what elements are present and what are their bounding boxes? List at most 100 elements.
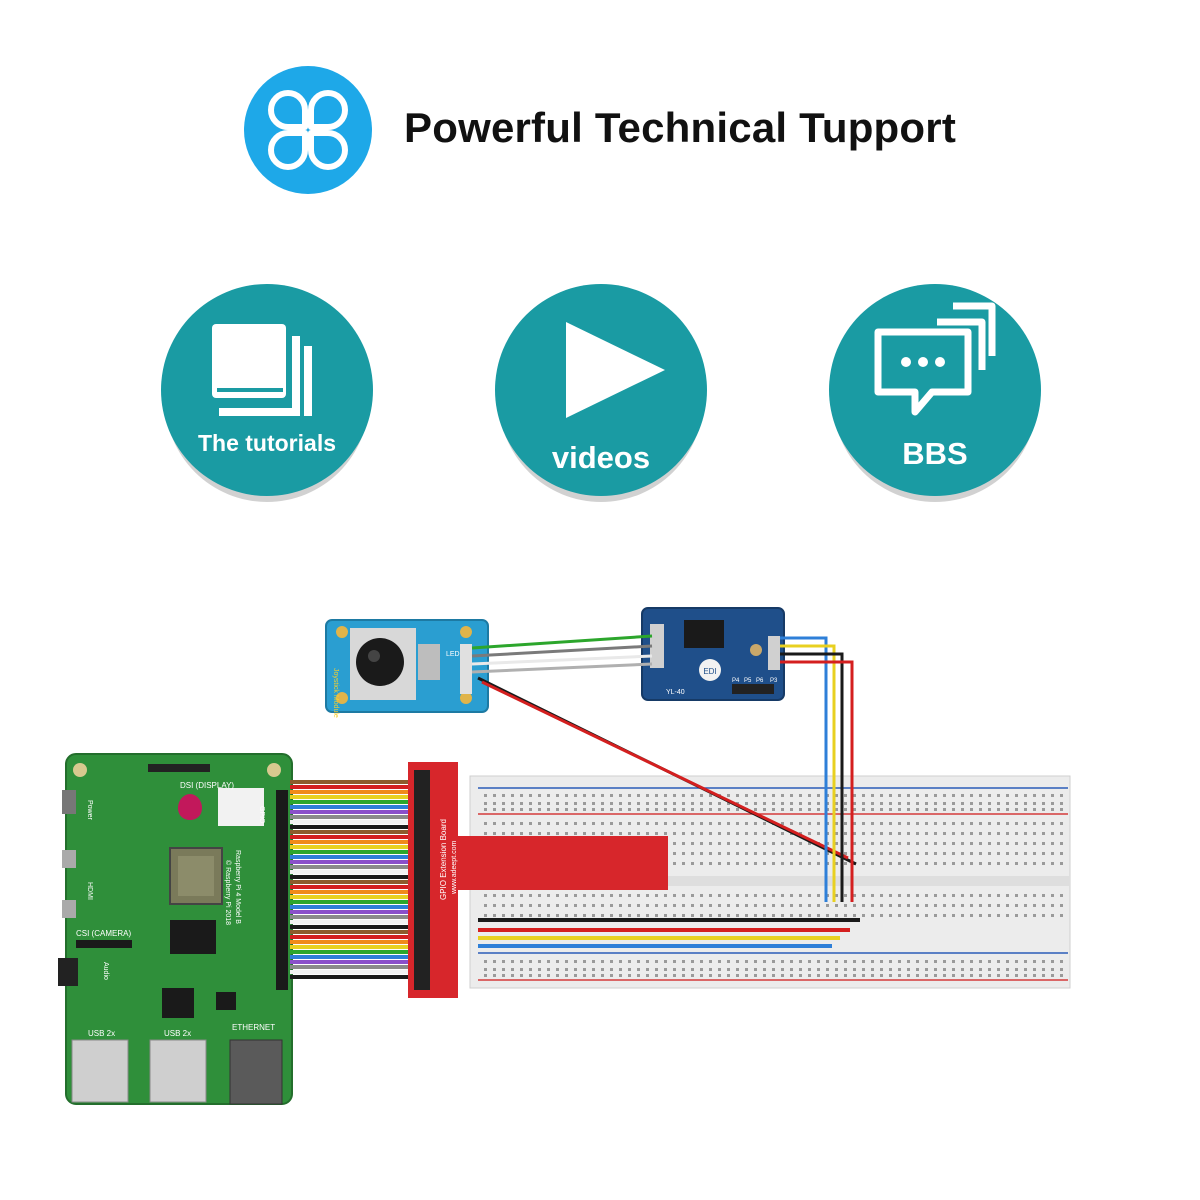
breadboard-hole (808, 808, 811, 811)
breadboard-hole (529, 914, 532, 917)
feature-tutorials[interactable]: The tutorials (161, 284, 373, 496)
breadboard-hole (826, 960, 829, 963)
breadboard-hole (808, 960, 811, 963)
breadboard-hole (664, 832, 667, 835)
breadboard-hole (826, 904, 829, 907)
breadboard-hole (1042, 822, 1045, 825)
breadboard-hole (781, 904, 784, 907)
breadboard-hole (817, 822, 820, 825)
breadboard-hole (907, 794, 910, 797)
breadboard-hole (808, 862, 811, 865)
breadboard-hole (988, 842, 991, 845)
breadboard-hole (646, 974, 649, 977)
feature-label: BBS (902, 436, 968, 471)
breadboard-hole (754, 852, 757, 855)
breadboard-hole (1051, 914, 1054, 917)
breadboard-hole (646, 904, 649, 907)
breadboard-hole (1024, 808, 1027, 811)
breadboard-hole (709, 842, 712, 845)
breadboard-hole (664, 822, 667, 825)
breadboard-hole (547, 832, 550, 835)
breadboard-hole (745, 802, 748, 805)
breadboard-hole (520, 894, 523, 897)
breadboard-hole (979, 862, 982, 865)
breadboard-hole (1033, 968, 1036, 971)
breadboard-hole (808, 894, 811, 897)
breadboard-hole (916, 914, 919, 917)
breadboard-hole (520, 808, 523, 811)
breadboard-hole (781, 968, 784, 971)
breadboard-hole (1042, 802, 1045, 805)
breadboard-hole (916, 822, 919, 825)
breadboard-hole (493, 914, 496, 917)
breadboard-hole (943, 822, 946, 825)
breadboard-hole (547, 894, 550, 897)
breadboard-hole (565, 894, 568, 897)
breadboard-hole (1051, 808, 1054, 811)
breadboard-hole (934, 852, 937, 855)
breadboard-hole (925, 852, 928, 855)
breadboard-hole (619, 904, 622, 907)
breadboard-hole (988, 904, 991, 907)
breadboard-hole (691, 808, 694, 811)
breadboard-hole (835, 842, 838, 845)
breadboard-hole (736, 974, 739, 977)
breadboard-hole (943, 794, 946, 797)
breadboard-hole (1042, 968, 1045, 971)
breadboard-hole (1042, 832, 1045, 835)
feature-bbs[interactable]: BBS (829, 284, 1041, 496)
breadboard-hole (673, 808, 676, 811)
breadboard-hole (511, 960, 514, 963)
breadboard-hole (718, 974, 721, 977)
breadboard-hole (925, 862, 928, 865)
breadboard-hole (844, 862, 847, 865)
feature-videos[interactable]: videos (495, 284, 707, 496)
breadboard-hole (574, 822, 577, 825)
breadboard-hole (1024, 802, 1027, 805)
raspberry-pi-board: DSI (DISPLAY) CSI (CAMERA) ETHERNET USB … (58, 753, 293, 1105)
breadboard-hole (502, 974, 505, 977)
breadboard-hole (511, 968, 514, 971)
breadboard-hole (583, 904, 586, 907)
breadboard-hole (934, 862, 937, 865)
breadboard-hole (862, 914, 865, 917)
breadboard-hole (1051, 894, 1054, 897)
breadboard-hole (1051, 904, 1054, 907)
breadboard-hole (808, 842, 811, 845)
breadboard-hole (565, 960, 568, 963)
breadboard-hole (997, 822, 1000, 825)
breadboard-hole (745, 960, 748, 963)
breadboard-hole (835, 822, 838, 825)
breadboard-hole (673, 822, 676, 825)
breadboard-hole (943, 974, 946, 977)
breadboard-hole (853, 842, 856, 845)
breadboard-hole (637, 968, 640, 971)
breadboard-hole (1051, 852, 1054, 855)
breadboard-hole (682, 904, 685, 907)
breadboard-hole (709, 802, 712, 805)
breadboard-hole (574, 974, 577, 977)
breadboard-hole (844, 842, 847, 845)
breadboard-hole (538, 894, 541, 897)
breadboard-hole (673, 842, 676, 845)
breadboard-hole (592, 974, 595, 977)
breadboard-hole (925, 894, 928, 897)
breadboard-hole (637, 808, 640, 811)
breadboard-hole (610, 832, 613, 835)
breadboard-hole (583, 808, 586, 811)
breadboard-hole (1051, 862, 1054, 865)
breadboard-hole (952, 914, 955, 917)
breadboard-hole (745, 862, 748, 865)
breadboard-hole (835, 862, 838, 865)
breadboard-hole (1042, 842, 1045, 845)
breadboard-hole (988, 802, 991, 805)
breadboard-hole (979, 852, 982, 855)
breadboard-hole (556, 794, 559, 797)
breadboard-hole (871, 832, 874, 835)
breadboard-hole (1015, 852, 1018, 855)
breadboard-hole (1006, 852, 1009, 855)
breadboard-hole (601, 832, 604, 835)
breadboard-hole (601, 822, 604, 825)
breadboard-hole (493, 974, 496, 977)
breadboard-hole (745, 968, 748, 971)
